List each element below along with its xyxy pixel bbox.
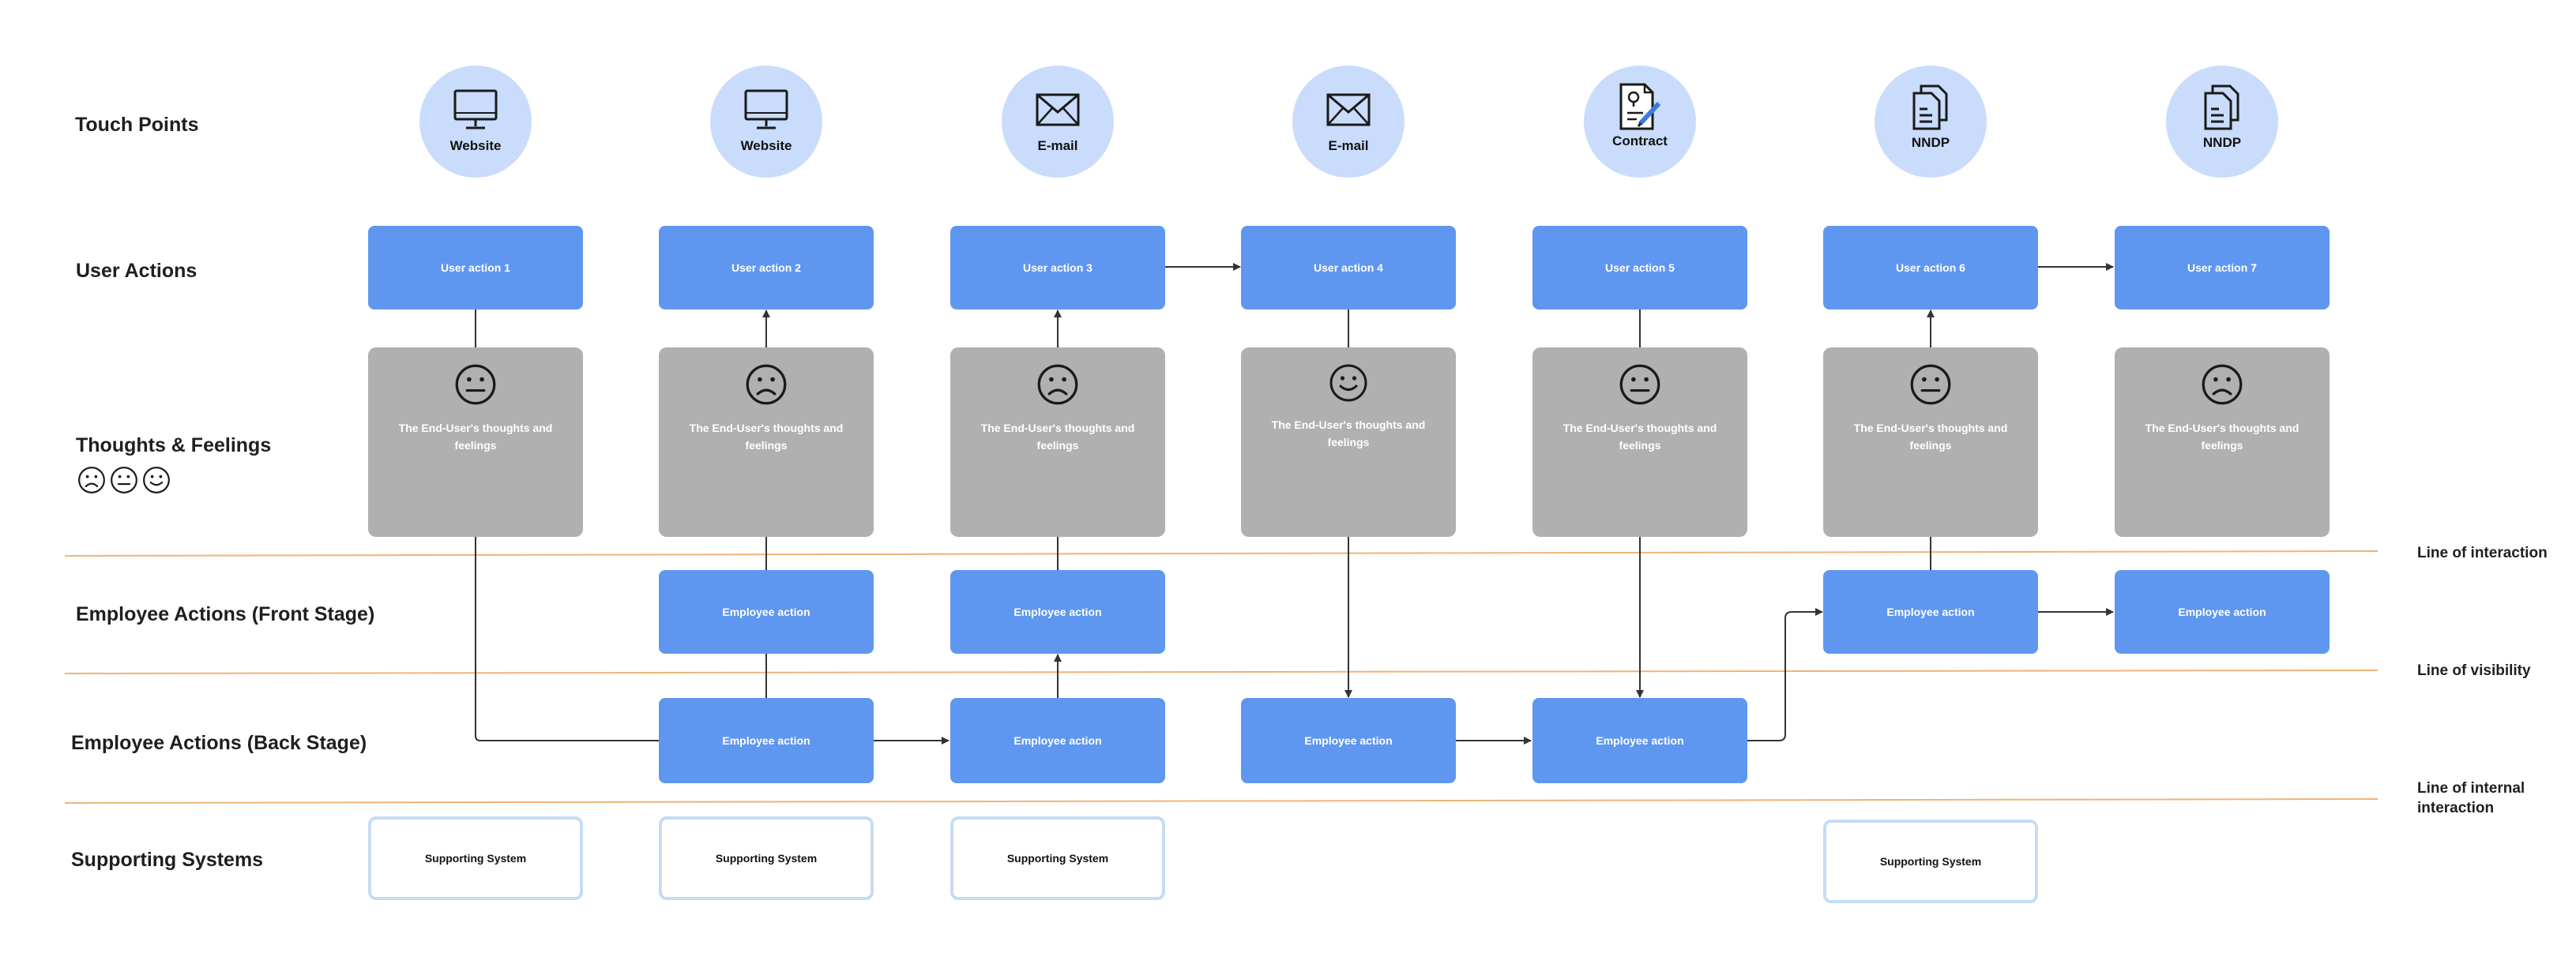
envelope-icon [1035, 88, 1081, 132]
back-stage-action-box[interactable]: Employee action [1532, 698, 1747, 783]
row-label-thoughts: Thoughts & Feelings [76, 434, 272, 456]
front-stage-action-box[interactable]: Employee action [2115, 570, 2330, 654]
thought-box[interactable]: The End-User's thoughts and feelings [1532, 347, 1747, 537]
front-stage-action-box[interactable]: Employee action [950, 570, 1165, 654]
touch-point[interactable]: NNDP [1875, 66, 1987, 178]
line-of-interaction [64, 550, 2379, 557]
documents-icon [1910, 83, 1951, 132]
documents-icon [2202, 83, 2243, 132]
connector [1747, 608, 1823, 741]
line-of-internal-interaction [64, 798, 2379, 804]
touch-point-label: Website [740, 138, 792, 153]
row-label-supporting: Supporting Systems [71, 849, 264, 871]
thought-box[interactable]: The End-User's thoughts and feelings [2115, 347, 2330, 537]
monitor-icon [743, 88, 789, 132]
row-label-front-stage: Employee Actions (Front Stage) [76, 603, 375, 625]
neutral-face-icon [1909, 363, 1952, 408]
back-stage-action-box[interactable]: Employee action [659, 698, 874, 783]
front-stage-action-box[interactable]: Employee action [659, 570, 874, 654]
touch-point-label: NNDP [2202, 135, 2242, 150]
thought-text: The End-User's thoughts and feelings [1563, 422, 1717, 452]
user-action-box[interactable]: User action 6 [1823, 226, 2038, 310]
supporting-system-box[interactable]: Supporting System [368, 816, 583, 900]
row-label-user-actions: User Actions [76, 260, 197, 282]
neutral-face-icon [1619, 363, 1661, 408]
monitor-icon [453, 88, 498, 132]
thought-box[interactable]: The End-User's thoughts and feelings [1241, 347, 1456, 537]
back-stage-action-box[interactable]: Employee action [950, 698, 1165, 783]
thought-text: The End-User's thoughts and feelings [1853, 422, 2008, 452]
touch-point-label: Contract [1612, 133, 1668, 148]
user-action-box[interactable]: User action 5 [1532, 226, 1747, 310]
sad-face-icon [1036, 363, 1079, 408]
touch-point[interactable]: Contract [1584, 66, 1696, 178]
thought-text: The End-User's thoughts and feelings [2145, 422, 2300, 452]
thought-text: The End-User's thoughts and feelings [689, 422, 844, 452]
neutral-face-icon [454, 363, 497, 408]
touch-point[interactable]: Website [710, 66, 822, 178]
thought-box[interactable]: The End-User's thoughts and feelings [1823, 347, 2038, 537]
user-action-box[interactable]: User action 7 [2115, 226, 2330, 310]
line-label-visibility: Line of visibility [2417, 662, 2531, 679]
touch-point-label: Website [449, 138, 502, 153]
supporting-system-box[interactable]: Supporting System [1823, 820, 2038, 903]
touch-point-label: E-mail [1328, 138, 1369, 153]
sad-face-icon [2201, 363, 2243, 408]
row-label-back-stage: Employee Actions (Back Stage) [71, 732, 367, 754]
user-action-box[interactable]: User action 4 [1241, 226, 1456, 310]
sad-face-icon [77, 466, 106, 498]
thought-text: The End-User's thoughts and feelings [398, 422, 553, 452]
sad-face-icon [745, 363, 788, 408]
mood-scale [77, 466, 171, 498]
user-action-box[interactable]: User action 2 [659, 226, 874, 310]
row-label-touch-points: Touch Points [75, 114, 199, 136]
touch-point[interactable]: E-mail [1002, 66, 1114, 178]
thought-box[interactable]: The End-User's thoughts and feelings [950, 347, 1165, 537]
line-label-internal: Line of internal interaction [2417, 780, 2525, 816]
supporting-system-box[interactable]: Supporting System [659, 816, 874, 900]
happy-face-icon [142, 466, 171, 498]
connector [475, 537, 659, 741]
touch-point[interactable]: E-mail [1292, 66, 1405, 178]
line-of-visibility [64, 670, 2379, 674]
touch-point-label: NNDP [1911, 135, 1950, 150]
thought-box[interactable]: The End-User's thoughts and feelings [368, 347, 583, 537]
neutral-face-icon [110, 466, 138, 498]
thought-text: The End-User's thoughts and feelings [1271, 418, 1426, 448]
user-action-box[interactable]: User action 3 [950, 226, 1165, 310]
thought-box[interactable]: The End-User's thoughts and feelings [659, 347, 874, 537]
front-stage-action-box[interactable]: Employee action [1823, 570, 2038, 654]
happy-face-icon [1329, 363, 1368, 405]
envelope-icon [1326, 88, 1371, 132]
touch-point[interactable]: NNDP [2166, 66, 2278, 178]
supporting-system-box[interactable]: Supporting System [950, 816, 1165, 900]
back-stage-action-box[interactable]: Employee action [1241, 698, 1456, 783]
touch-point[interactable]: Website [419, 66, 532, 178]
thought-text: The End-User's thoughts and feelings [980, 422, 1135, 452]
touch-point-label: E-mail [1037, 138, 1078, 153]
line-label-interaction: Line of interaction [2417, 545, 2548, 561]
contract-icon [1616, 81, 1664, 132]
user-action-box[interactable]: User action 1 [368, 226, 583, 310]
